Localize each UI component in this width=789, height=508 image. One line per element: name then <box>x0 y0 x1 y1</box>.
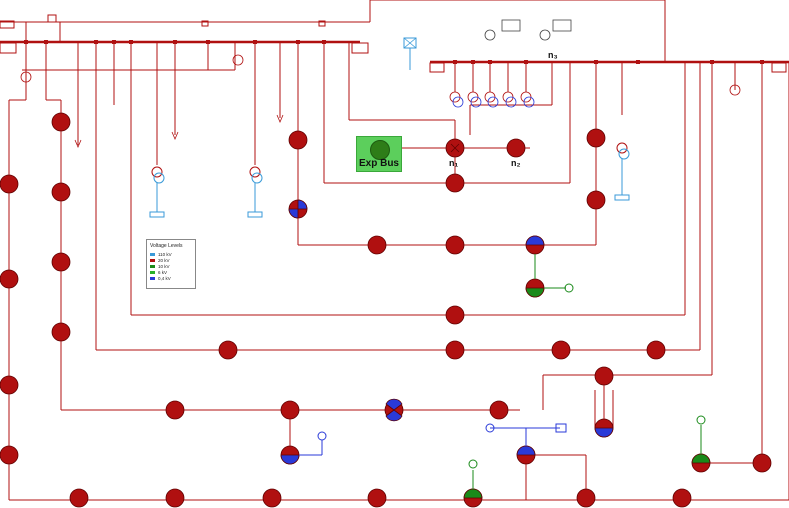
switch-icon[interactable] <box>555 423 567 433</box>
legend-label: 0,4 kV <box>158 276 171 281</box>
node-n2[interactable] <box>506 138 526 158</box>
exp-bus-label: Exp Bus <box>358 158 399 169</box>
transformer-icon <box>452 96 464 108</box>
transformer-icon <box>470 96 482 108</box>
legend-item: 0,4 kV <box>150 276 171 281</box>
transformer-group <box>449 91 535 108</box>
transformer-icon <box>251 172 263 184</box>
generator-icon[interactable] <box>539 29 551 41</box>
legend-label: 110 kV <box>158 252 172 257</box>
node[interactable] <box>646 340 666 360</box>
node[interactable] <box>0 445 19 465</box>
node[interactable] <box>165 488 185 508</box>
generators-top <box>484 19 572 41</box>
transformer-icon <box>153 172 165 184</box>
substation-icon <box>614 194 630 201</box>
node[interactable] <box>594 366 614 386</box>
node[interactable] <box>367 488 387 508</box>
node[interactable] <box>280 400 300 420</box>
exp-bus[interactable]: Exp Bus <box>356 136 402 172</box>
generator-icon[interactable] <box>564 283 574 293</box>
legend-item: 110 kV <box>150 252 172 257</box>
legend-title: Voltage Levels <box>150 243 183 249</box>
generator-icon[interactable] <box>484 29 496 41</box>
node[interactable] <box>51 182 71 202</box>
generator-icon[interactable] <box>485 423 495 433</box>
load-arrow-icon <box>276 114 284 124</box>
transformer-icon[interactable] <box>151 166 163 178</box>
node[interactable] <box>367 235 387 255</box>
node[interactable] <box>218 340 238 360</box>
legend-item: 6 kV <box>150 270 167 275</box>
node[interactable] <box>752 453 772 473</box>
node[interactable] <box>551 340 571 360</box>
node[interactable] <box>0 269 19 289</box>
transformer-icon <box>487 96 499 108</box>
node-label-n2: n₂ <box>511 158 521 168</box>
node[interactable] <box>69 488 89 508</box>
node[interactable] <box>262 488 282 508</box>
substation-icon <box>247 211 263 218</box>
node[interactable] <box>445 235 465 255</box>
legend-item: 10 kV <box>150 264 170 269</box>
transformer-icon <box>505 96 517 108</box>
substation-icon <box>149 211 165 218</box>
load-arrow-icon <box>171 131 179 141</box>
node[interactable] <box>51 252 71 272</box>
voltage-legend: Voltage Levels 110 kV 20 kV 10 kV 6 kV 0… <box>146 239 196 289</box>
node[interactable] <box>672 488 692 508</box>
generator-icon[interactable] <box>20 71 32 83</box>
node[interactable] <box>0 174 19 194</box>
generator-icon[interactable] <box>729 84 741 96</box>
substation-icon[interactable] <box>403 37 417 49</box>
node-label-n3: n₃ <box>548 50 558 60</box>
node[interactable] <box>0 375 19 395</box>
transformer-icon[interactable] <box>616 142 628 154</box>
generator-icon[interactable] <box>468 459 478 469</box>
generator-icon[interactable] <box>317 431 327 441</box>
node[interactable] <box>445 305 465 325</box>
nodes-20kv <box>0 112 772 508</box>
generator-icon[interactable] <box>232 54 244 66</box>
legend-swatch <box>150 271 155 274</box>
transformers-110kv <box>149 37 630 218</box>
bus-dot-icon <box>370 140 390 160</box>
legend-label: 10 kV <box>158 264 170 269</box>
mixed-nodes <box>280 199 711 508</box>
switch-icon <box>552 19 572 32</box>
node[interactable] <box>489 400 509 420</box>
node-label-n1: n₁ <box>449 158 458 168</box>
node[interactable] <box>288 130 308 150</box>
loads <box>20 54 741 149</box>
left-feeders <box>8 42 789 501</box>
legend-swatch <box>150 277 155 280</box>
node[interactable] <box>51 112 71 132</box>
transformer-icon <box>523 96 535 108</box>
node[interactable] <box>576 488 596 508</box>
node[interactable] <box>51 322 71 342</box>
generator-icon[interactable] <box>696 415 706 425</box>
legend-label: 6 kV <box>158 270 168 275</box>
legend-swatch <box>150 259 155 262</box>
legend-swatch <box>150 265 155 268</box>
legend-swatch <box>150 253 155 256</box>
switch-icon <box>501 19 521 32</box>
breakers <box>24 40 764 64</box>
lv-branches <box>299 254 706 489</box>
node[interactable] <box>445 340 465 360</box>
transformer-icon[interactable] <box>249 166 261 178</box>
transformer-icon <box>618 148 630 160</box>
node[interactable] <box>445 173 465 193</box>
node[interactable] <box>165 400 185 420</box>
legend-label: 20 kV <box>158 258 170 263</box>
load-arrow-icon <box>74 139 82 149</box>
legend-item: 20 kV <box>150 258 170 263</box>
node[interactable] <box>586 190 606 210</box>
n1-switch <box>450 143 460 153</box>
node[interactable] <box>586 128 606 148</box>
